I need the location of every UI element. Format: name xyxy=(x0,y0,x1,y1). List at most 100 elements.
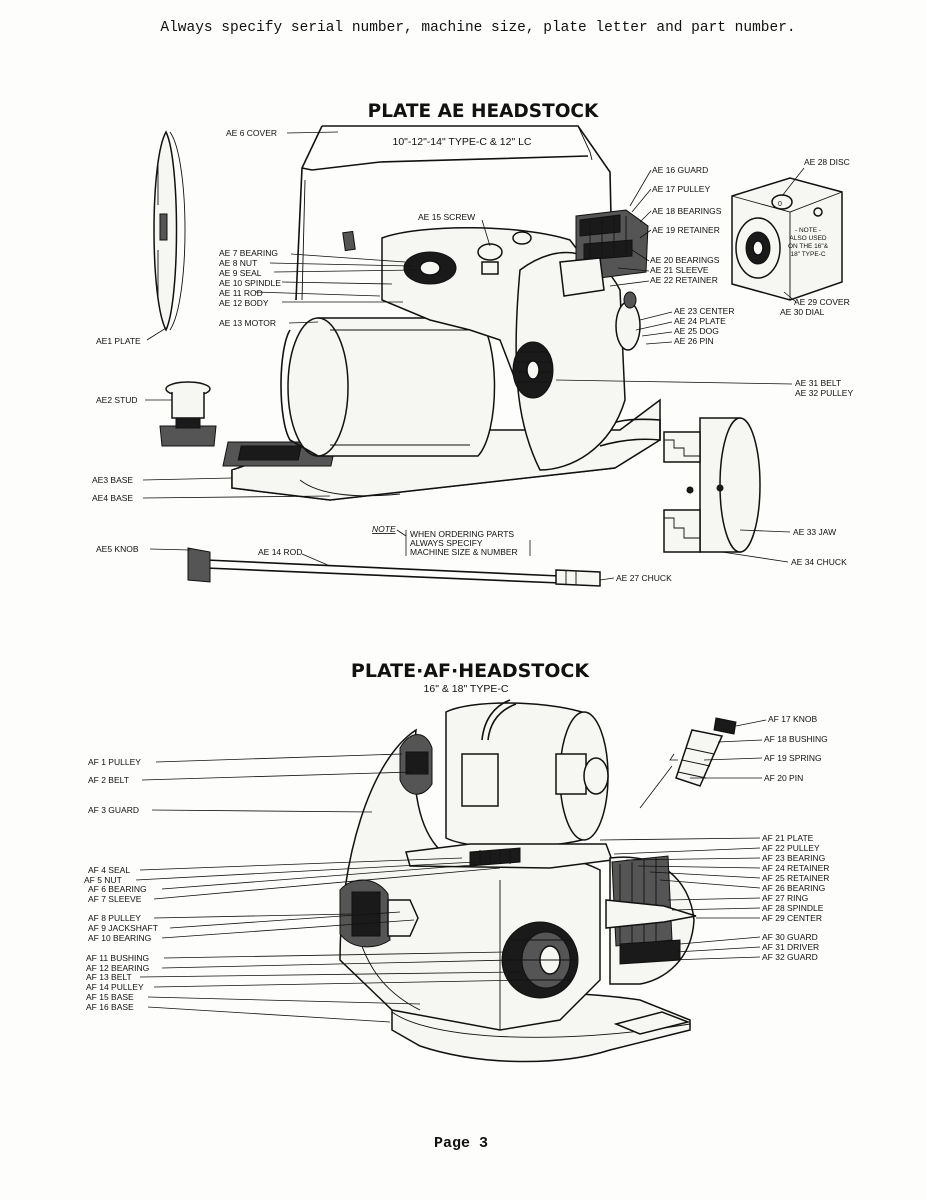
label-af13: AF 13 BELT xyxy=(86,972,132,982)
label-af1: AF 1 PULLEY xyxy=(88,757,141,767)
label-ae5: AE5 KNOB xyxy=(96,544,139,554)
label-af25: AF 25 RETAINER xyxy=(762,873,829,883)
label-ae13: AE 13 MOTOR xyxy=(219,318,276,328)
disc-digit: 0 xyxy=(778,201,782,208)
label-ae2: AE2 STUD xyxy=(96,395,138,405)
label-ae18: AE 18 BEARINGS xyxy=(652,206,722,216)
ae1-face-plate-drawing xyxy=(153,130,186,332)
label-af27: AF 27 RING xyxy=(762,893,808,903)
label-af21: AF 21 PLATE xyxy=(762,833,814,843)
label-ae9: AE 9 SEAL xyxy=(219,268,262,278)
label-ae24: AE 24 PLATE xyxy=(674,316,726,326)
label-ae32: AE 32 PULLEY xyxy=(795,388,853,398)
plate-ae-title: PLATE AE HEADSTOCK xyxy=(368,101,599,122)
plate-af-subtitle: 16" & 18" TYPE-C xyxy=(424,683,509,695)
label-ae6: AE 6 COVER xyxy=(226,128,277,138)
ae34-chuck-drawing xyxy=(663,417,761,553)
label-ae1: AE1 PLATE xyxy=(96,336,141,346)
label-af8: AF 8 PULLEY xyxy=(88,913,141,923)
ae-note-heading: NOTE xyxy=(372,524,396,534)
ae-note-line-1: WHEN ORDERING PARTS xyxy=(410,529,514,539)
label-af31: AF 31 DRIVER xyxy=(762,942,819,952)
label-af29: AF 29 CENTER xyxy=(762,913,822,923)
af-leader-lines xyxy=(135,719,767,1023)
af14-pulley-drawing xyxy=(501,921,579,999)
label-af23: AF 23 BEARING xyxy=(762,853,825,863)
label-af3: AF 3 GUARD xyxy=(88,805,139,815)
ae2-stud-drawing xyxy=(159,381,217,447)
label-af7: AF 7 SLEEVE xyxy=(88,894,142,904)
label-af9: AF 9 JACKSHAFT xyxy=(88,923,158,933)
plate-af-illustration xyxy=(339,699,737,1063)
label-ae25: AE 25 DOG xyxy=(674,326,719,336)
label-ae34: AE 34 CHUCK xyxy=(791,557,847,567)
label-ae8: AE 8 NUT xyxy=(219,258,257,268)
ae14-rod-drawing xyxy=(187,547,601,587)
label-af20: AF 20 PIN xyxy=(764,773,803,783)
label-ae33: AE 33 JAW xyxy=(793,527,836,537)
label-af17: AF 17 KNOB xyxy=(768,714,817,724)
label-ae28: AE 28 DISC xyxy=(804,157,850,167)
af-part-labels: AF 1 PULLEY AF 2 BELT AF 3 GUARD AF 4 SE… xyxy=(84,714,829,1012)
plate-af-title: PLATE·AF·HEADSTOCK xyxy=(351,660,590,682)
ae-ordering-note: NOTE WHEN ORDERING PARTS ALWAYS SPECIFY … xyxy=(372,524,531,557)
disc-note-line-3: ON THE 16"& xyxy=(788,243,829,250)
plate-ae-illustration: 0 xyxy=(153,125,843,587)
ae-leader-lines xyxy=(142,131,805,581)
label-ae3: AE3 BASE xyxy=(92,475,133,485)
label-ae20: AE 20 BEARINGS xyxy=(650,255,720,265)
label-af26: AF 26 BEARING xyxy=(762,883,825,893)
disc-note-line-4: 18" TYPE-C xyxy=(790,251,825,258)
af-spindle-cluster-drawing xyxy=(605,855,697,985)
label-af6: AF 6 BEARING xyxy=(88,884,147,894)
label-af16: AF 16 BASE xyxy=(86,1002,134,1012)
label-ae10: AE 10 SPINDLE xyxy=(219,278,281,288)
label-af10: AF 10 BEARING xyxy=(88,933,151,943)
disc-note-line-1: - NOTE - xyxy=(795,227,821,234)
label-ae22: AE 22 RETAINER xyxy=(650,275,718,285)
af-motor-drawing xyxy=(445,699,609,848)
ae31-belt-pulley-drawing xyxy=(512,341,554,399)
ae13-motor-drawing xyxy=(280,317,496,457)
label-ae26: AE 26 PIN xyxy=(674,336,714,346)
label-ae12: AE 12 BODY xyxy=(219,298,269,308)
label-af11: AF 11 BUSHING xyxy=(86,953,149,963)
disc-note-line-2: ALSO USED xyxy=(789,235,827,242)
ae-note-line-2: ALWAYS SPECIFY xyxy=(410,538,483,548)
af1-pulley-belt-drawing xyxy=(399,734,433,795)
label-af32: AF 32 GUARD xyxy=(762,952,818,962)
af17-knob-assembly-drawing xyxy=(639,717,737,809)
label-ae19: AE 19 RETAINER xyxy=(652,225,720,235)
label-af5: AF 5 NUT xyxy=(84,875,122,885)
af21-plate-drawing xyxy=(405,843,614,869)
label-ae21: AE 21 SLEEVE xyxy=(650,265,709,275)
header-note: Always specify serial number, machine si… xyxy=(160,20,795,36)
label-af19: AF 19 SPRING xyxy=(764,753,822,763)
plate-ae-subtitle: 10"-12"-14" TYPE-C & 12" LC xyxy=(392,136,531,148)
label-af24: AF 24 RETAINER xyxy=(762,863,829,873)
page-number: Page 3 xyxy=(434,1135,488,1152)
label-af28: AF 28 SPINDLE xyxy=(762,903,824,913)
label-af12: AF 12 BEARING xyxy=(86,963,149,973)
label-ae23: AE 23 CENTER xyxy=(674,306,734,316)
label-af4: AF 4 SEAL xyxy=(88,865,130,875)
label-ae11: AE 11 ROD xyxy=(219,288,263,298)
ae28-disc-note: - NOTE - ALSO USED ON THE 16"& 18" TYPE-… xyxy=(788,227,829,258)
label-ae31: AE 31 BELT xyxy=(795,378,841,388)
ae6-cover-drawing xyxy=(295,125,613,301)
label-ae30: AE 30 DIAL xyxy=(780,307,825,317)
label-ae15: AE 15 SCREW xyxy=(418,212,475,222)
label-ae4: AE4 BASE xyxy=(92,493,133,503)
ae-part-labels: AE 6 COVER AE1 PLATE AE2 STUD AE3 BASE A… xyxy=(92,128,853,583)
label-ae16: AE 16 GUARD xyxy=(652,165,708,175)
label-ae29: AE 29 COVER xyxy=(794,297,850,307)
label-ae27: AE 27 CHUCK xyxy=(616,573,672,583)
label-af2: AF 2 BELT xyxy=(88,775,129,785)
ae-spindle-cluster-drawing xyxy=(559,209,649,351)
label-af14: AF 14 PULLEY xyxy=(86,982,144,992)
label-af22: AF 22 PULLEY xyxy=(762,843,820,853)
label-af18: AF 18 BUSHING xyxy=(764,734,828,744)
label-ae7: AE 7 BEARING xyxy=(219,248,278,258)
label-ae14: AE 14 ROD xyxy=(258,547,302,557)
